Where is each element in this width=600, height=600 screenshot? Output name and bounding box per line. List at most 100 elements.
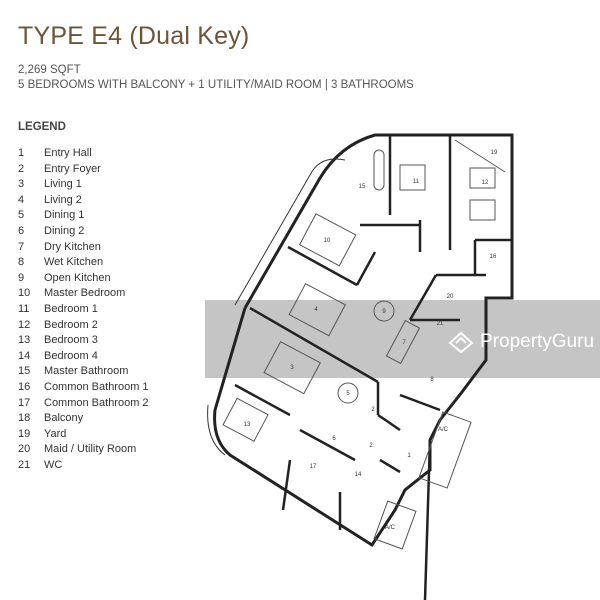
legend-item: 19 Yard [18,428,149,444]
legend-item: 7 Dry Kitchen [18,241,149,257]
legend-number: 3 [18,178,25,191]
room-label: A/C [438,427,449,433]
legend-number: 21 [18,458,31,471]
legend-item: 17 Common Bathroom 2 [18,397,149,413]
legend-label: Yard [44,427,67,440]
legend-item: 16 Common Bathroom 1 [18,381,149,397]
legend-number: 14 [18,349,31,362]
legend-label: Dining 2 [44,224,85,237]
legend-label: Bedroom 2 [44,318,98,331]
room-label: 13 [244,422,251,428]
legend-label: Balcony [44,412,84,425]
legend-label: Bedroom 4 [44,349,98,362]
legend-item: 20 Maid / Utility Room [18,443,149,459]
legend-label: Bedroom 3 [44,334,98,347]
room-label: 5 [346,391,350,397]
legend-label: Open Kitchen [44,271,111,284]
legend-number: 20 [18,443,31,456]
watermark-text: PropertyGuru [480,331,595,352]
legend-label: Dining 1 [44,209,85,222]
legend-list: 1 Entry Hall 2 Entry Foyer 3 Living 1 4 Living … [18,147,149,474]
legend-number: 16 [18,380,31,393]
legend-label: Entry Foyer [44,162,101,175]
room-label: 16 [490,254,497,260]
room-label: 4 [314,307,318,313]
room-label: 9 [382,309,386,315]
watermark: PropertyGuru [448,330,594,354]
legend-number: 17 [18,396,31,409]
room-label: 15 [359,184,366,190]
legend-label: Living 2 [44,193,82,206]
legend-label: Master Bedroom [44,287,126,300]
room-label: 6 [332,436,336,442]
legend-number: 19 [18,427,31,440]
legend-number: 8 [18,256,25,269]
legend-item: 5 Dining 1 [18,209,149,225]
room-label: 11 [413,179,420,185]
legend-label: Common Bathroom 1 [44,380,149,393]
watermark-band [205,300,600,378]
outer-walls [213,133,514,548]
legend-item: 10 Master Bedroom [18,287,149,303]
legend-item: 12 Bedroom 2 [18,319,149,335]
legend-number: 5 [18,209,25,222]
legend-item: 14 Bedroom 4 [18,350,149,366]
room-label: 12 [482,180,489,186]
room-label: 10 [324,238,331,244]
legend-item: 9 Open Kitchen [18,272,149,288]
legend-number: 1 [18,147,25,159]
room-label: 21 [437,321,444,327]
room-label: 20 [447,294,454,300]
room-label: 1 [407,453,411,459]
legend-item: 4 Living 2 [18,194,149,210]
room-label: 2 [371,407,375,413]
legend-number: 18 [18,412,31,425]
legend-item: 3 Living 1 [18,178,149,194]
page-title: TYPE E4 (Dual Key) [18,22,250,50]
interior-walls [234,135,512,600]
legend-label: Dry Kitchen [44,240,101,253]
room-label: 3 [290,365,294,371]
legend-heading: LEGEND [18,121,66,133]
unit-summary: 5 BEDROOMS WITH BALCONY + 1 UTILITY/MAID… [18,79,414,91]
legend-label: Bedroom 1 [44,302,98,315]
room-label: 7 [402,340,406,346]
furniture [222,139,506,550]
legend-number: 9 [18,271,25,284]
balcony-curve [207,158,346,456]
legend-item: 21 WC [18,459,149,475]
legend-label: Master Bathroom [44,365,129,378]
legend-label: Living 1 [44,178,82,191]
legend-number: 11 [18,302,30,315]
propertyguru-logo-icon [448,331,474,354]
unit-area: 2,269 SQFT [18,64,81,76]
legend-label: Common Bathroom 2 [44,396,149,409]
room-label: 8 [430,377,434,383]
room-label: 14 [355,472,362,478]
legend-number: 7 [18,240,25,253]
legend-item: 1 Entry Hall [18,147,149,163]
room-label: 2 [369,443,373,449]
legend-number: 6 [18,224,25,237]
legend-number: 10 [18,287,31,300]
legend-item: 13 Bedroom 3 [18,334,149,350]
legend-item: 15 Master Bathroom [18,365,149,381]
legend-number: 13 [18,334,31,347]
legend-label: Maid / Utility Room [44,443,137,456]
room-label: 17 [310,464,317,470]
legend-item: 2 Entry Foyer [18,163,149,179]
room-label: A/C [385,525,396,531]
legend-item: 18 Balcony [18,412,149,428]
legend-number: 12 [18,318,31,331]
room-label: 19 [491,150,498,156]
legend-item: 6 Dining 2 [18,225,149,241]
legend-number: 15 [18,365,31,378]
legend-label: Entry Hall [44,147,92,159]
legend-number: 4 [18,193,25,206]
legend-item: 11 Bedroom 1 [18,303,149,319]
legend-number: 2 [18,162,25,175]
legend-label: WC [44,458,63,471]
